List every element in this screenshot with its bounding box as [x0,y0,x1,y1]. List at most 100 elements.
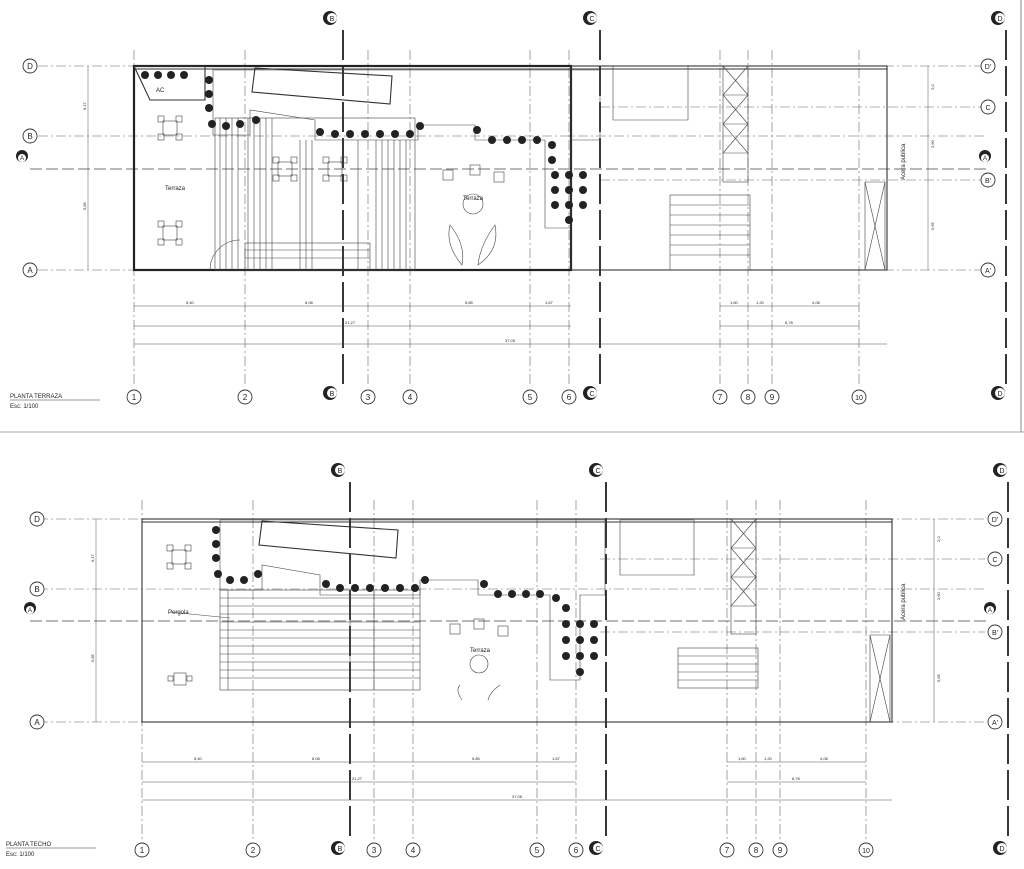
furniture-roof [166,544,509,701]
axis-bubbles-right-top: D' C B' A' [980,58,996,278]
dim-label: 5,65 [936,673,941,682]
ac-label: AC [156,88,165,94]
axis-label: 4 [411,846,416,855]
dim-label: 4,08 [812,300,821,305]
axis-bubbles-bottom-roof: 1 2 3 4 5 6 7 8 9 10 [134,842,874,858]
terrace-center-label: Terraza [470,648,491,654]
axis-label: A' [992,720,998,727]
section-marks-top: B C D B C D A A [16,11,1005,400]
dim-label: 2,60 [930,139,935,148]
dim-label: 5,65 [930,221,935,230]
planters-top [141,71,587,224]
planters-roof [212,526,598,676]
section-label: D [997,16,1002,23]
pergola-label: Pergola [168,610,189,616]
plan-terraza: AC Terraza Terraza Acera publica 5,40 6,… [10,11,1007,410]
terrace-left-label: Terraza [165,186,186,192]
axis-label: 7 [718,393,723,402]
sloped-element [251,67,393,105]
axis-bubbles-left-top: D B A [22,58,38,278]
dim-label: 6,78 [792,776,801,781]
axis-label: D [34,515,40,524]
dim-label: 6,78 [785,320,794,325]
section-label: A [20,156,24,162]
axis-label: 8 [754,846,759,855]
axis-label: 5 [528,393,533,402]
drawing-scale: Esc: 1/100 [6,852,35,858]
section-label: B [338,468,343,475]
axis-label: B [34,585,39,594]
stairs-roof [677,518,891,723]
dim-label: 1,60 [730,300,739,305]
axis-bubbles-bottom-top: 1 2 3 4 5 6 7 8 9 10 [126,389,867,405]
drawing-title: PLANTA TERRAZA [10,394,62,400]
dim-label: 21,27 [345,320,356,325]
dim-label: 21,27 [352,776,363,781]
upper-void [612,65,689,121]
wood-deck [214,117,416,271]
dimensions-top: 5,40 6,08 5,85 1,67 1,60 1,20 4,08 21,27… [82,66,935,345]
section-label: A [988,608,992,614]
stairs-top [669,65,886,271]
upper-void [619,519,695,576]
furniture-top [157,115,505,266]
dim-label: 1,20 [764,756,773,761]
roof-outline [141,518,893,723]
plan-techo: Terraza Pergola Acera publica 5,40 6,08 … [6,463,1009,858]
section-label: D [999,846,1004,853]
dim-label: 6,17 [90,553,95,562]
axis-label: B' [992,630,998,637]
sloped-element [258,520,399,559]
axis-label: A' [985,268,991,275]
dim-label: 5,85 [465,300,474,305]
dim-label: 5,40 [194,756,203,761]
dim-label: 1,67 [545,300,554,305]
dim-label: 37,05 [512,794,523,799]
axis-label: 9 [778,846,783,855]
axis-label: D [27,62,33,71]
drawing-scale: Esc: 1/100 [10,404,39,410]
dim-label: 5,85 [90,653,95,662]
axis-label: C [992,557,997,564]
axis-bubbles-left-roof: D B A [29,511,45,730]
dim-label: 4,08 [820,756,829,761]
dim-label: 5,40 [186,300,195,305]
section-label: D [997,391,1002,398]
axis-label: 10 [862,848,870,855]
door-swing [209,239,241,271]
section-label: A [983,156,987,162]
sidewalk-label: Acera publica [901,583,907,620]
section-label: C [595,468,600,475]
section-label: B [338,846,343,853]
axis-label: 6 [567,393,572,402]
axis-label: C [985,105,990,112]
axis-label: 3 [366,393,371,402]
building-outline [570,65,888,271]
axis-label: B' [985,178,991,185]
axis-label: D' [985,64,991,71]
planter-wall [212,69,601,229]
axis-label: B [27,132,32,141]
axis-label: 10 [855,395,863,402]
section-label: A [28,608,32,614]
axis-label: 1 [132,393,137,402]
axis-bubbles-right-roof: D' C B' A' [987,511,1003,730]
dim-label: 5,85 [472,756,481,761]
axis-label: 1 [140,846,145,855]
section-label: C [595,846,600,853]
section-label: B [330,391,335,398]
dim-label: 2,0 [936,536,941,542]
axis-label: D' [992,517,998,524]
section-label: B [330,16,335,23]
ac-zone [133,65,206,101]
dim-label: 6,17 [82,101,87,110]
axis-label: 6 [574,846,579,855]
dim-label: 5,85 [82,201,87,210]
axis-label: A [27,266,33,275]
axis-label: 7 [725,846,730,855]
axis-label: 8 [746,393,751,402]
axis-label: 9 [770,393,775,402]
dim-label: 37,05 [505,338,516,343]
